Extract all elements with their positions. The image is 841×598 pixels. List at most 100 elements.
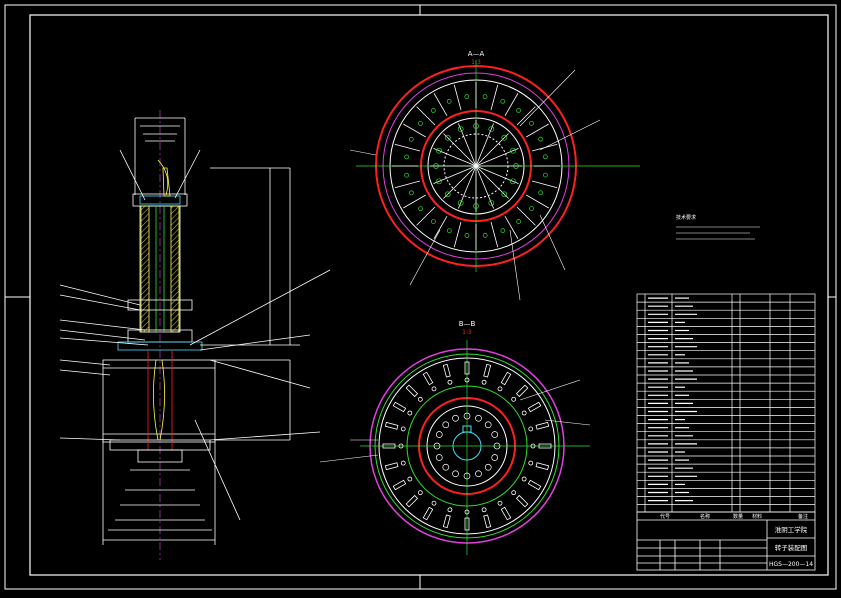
bb-slot	[392, 401, 413, 416]
bom-header-material: 材料	[752, 513, 762, 520]
bb-inner-hole	[484, 421, 492, 429]
bb-inner-hole	[491, 454, 499, 461]
bb-inner-hole	[463, 472, 471, 480]
bom-header-name: 名称	[700, 513, 710, 520]
bom-header-code: 代号	[660, 513, 670, 520]
aa-hole	[404, 154, 409, 160]
aa-inner-hole	[436, 178, 442, 185]
aa-spoke	[433, 93, 448, 116]
bb-slot	[392, 476, 413, 491]
aa-hole	[418, 206, 423, 212]
bb-slot	[464, 361, 470, 383]
title-block	[636, 511, 816, 571]
aa-inner-spoke	[475, 165, 519, 184]
aa-spoke	[526, 123, 549, 138]
bb-inner-hole	[452, 470, 459, 478]
bb-slot	[481, 363, 492, 385]
aa-inner-hole	[488, 200, 495, 206]
aa-inner-hole	[510, 178, 516, 185]
section-a-a-view: A—A 1:3	[349, 50, 640, 301]
bb-slot	[481, 507, 492, 529]
bb-inner-hole	[435, 454, 443, 461]
aa-inner-hole	[488, 126, 495, 132]
aa-hole	[418, 121, 423, 126]
aa-inner-hole	[513, 163, 519, 169]
bb-slot	[528, 421, 550, 432]
bb-inner-hole	[491, 431, 499, 438]
bb-slot	[530, 443, 552, 449]
aa-inner-spoke	[475, 133, 509, 167]
bill-of-materials	[636, 293, 816, 513]
aa-spoke	[490, 84, 499, 111]
bb-slot	[405, 490, 423, 508]
bb-inner-hole	[493, 442, 501, 450]
bb-inner-hole	[484, 463, 492, 471]
bom-header-qty: 数量	[733, 513, 743, 520]
section-b-b-view: B—B 1:3	[319, 320, 591, 555]
aa-hole	[538, 190, 544, 196]
aa-hole	[464, 233, 470, 238]
aa-hole	[482, 233, 488, 238]
aa-spoke	[394, 180, 421, 189]
aa-inner-hole	[473, 203, 479, 209]
bb-slot	[511, 490, 529, 508]
aa-spoke	[403, 123, 426, 138]
aa-spoke	[394, 143, 421, 152]
technical-requirements: 技术要求	[676, 214, 760, 240]
bb-inner-hole	[475, 470, 482, 478]
aa-hole	[516, 108, 521, 113]
bb-slot	[405, 384, 423, 402]
aa-spoke	[516, 206, 536, 226]
bb-slot	[511, 384, 529, 402]
aa-hole	[404, 172, 409, 178]
bb-slot	[384, 421, 406, 432]
bb-slot	[422, 371, 437, 392]
bb-slot	[497, 500, 512, 521]
aa-inner-hole	[501, 191, 508, 198]
aa-inner-hole	[444, 191, 451, 198]
rotor-longitudinal-section	[59, 110, 331, 560]
section-bb-title: B—B	[459, 320, 476, 328]
aa-inner-hole	[457, 126, 464, 132]
aa-inner-spoke	[443, 133, 477, 167]
aa-hole	[430, 108, 436, 113]
sheet-frame	[4, 4, 837, 590]
aa-hole	[500, 98, 506, 104]
aa-inner-spoke	[475, 165, 509, 199]
aa-inner-spoke	[458, 123, 477, 167]
aa-spoke	[403, 194, 426, 209]
aa-inner-hole	[444, 134, 451, 141]
aa-hole	[516, 219, 522, 224]
aa-hole	[431, 219, 436, 224]
bb-slot	[464, 509, 470, 531]
bb-inner-hole	[442, 421, 450, 429]
aa-hole	[482, 94, 488, 99]
aa-spoke	[433, 216, 448, 239]
aa-inner-hole	[501, 134, 508, 141]
aa-hole	[409, 190, 414, 196]
section-bb-scale: 1:3	[462, 329, 472, 336]
bb-slot	[384, 460, 406, 471]
notes-heading: 技术要求	[676, 214, 696, 221]
aa-spoke	[526, 194, 549, 209]
aa-inner-spoke	[458, 165, 477, 209]
bb-inner-hole	[475, 414, 482, 422]
aa-inner-spoke	[475, 148, 519, 167]
aa-hole	[446, 99, 452, 104]
aa-spoke	[416, 206, 436, 226]
aa-hole	[464, 94, 470, 99]
bb-slot	[521, 401, 542, 416]
aa-inner-hole	[436, 147, 442, 154]
aa-hole	[543, 172, 548, 178]
aa-spoke	[504, 93, 519, 116]
aa-hole	[529, 206, 534, 211]
bb-inner-hole	[463, 412, 471, 420]
aa-spoke	[416, 106, 436, 126]
aa-hole	[446, 228, 452, 234]
bb-slot	[442, 363, 453, 385]
aa-inner-spoke	[475, 123, 494, 167]
bb-slot	[382, 443, 404, 449]
aa-inner-spoke	[433, 165, 477, 184]
